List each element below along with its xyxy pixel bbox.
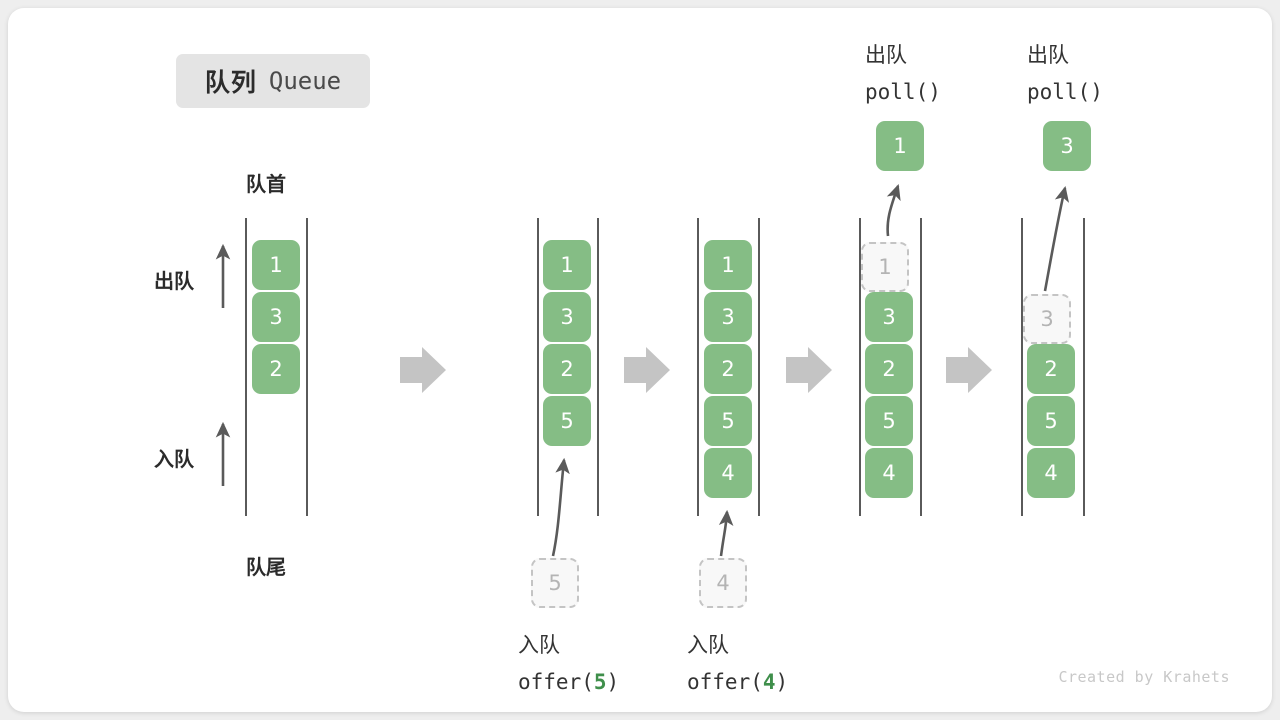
poll-1-arrow-icon — [886, 184, 901, 237]
caption-cn: 出队 — [865, 44, 907, 67]
queue-element: 3 — [865, 292, 913, 342]
caption-code: offer(4) — [687, 670, 789, 694]
flow-arrow-icon — [400, 347, 446, 393]
caption-poll-3: 出队 poll() — [1027, 38, 1103, 110]
queue-element: 2 — [704, 344, 752, 394]
queue-element: 2 — [865, 344, 913, 394]
queue-element: 5 — [865, 396, 913, 446]
queue-element: 3 — [704, 292, 752, 342]
queue-element: 4 — [865, 448, 913, 498]
caption-offer-4: 入队 offer(4) — [687, 628, 788, 700]
rail-left-col3 — [697, 218, 699, 516]
removed-ghost-element: 1 — [861, 242, 909, 292]
rail-left-col2 — [537, 218, 539, 516]
queue-element: 1 — [252, 240, 300, 290]
title-chinese: 队列 — [204, 69, 257, 97]
popped-element: 1 — [876, 121, 924, 171]
popped-element: 3 — [1043, 121, 1091, 171]
queue-tail-label: 队尾 — [246, 557, 286, 579]
queue-element: 5 — [1027, 396, 1075, 446]
queue-element: 2 — [543, 344, 591, 394]
queue-element-new: 5 — [543, 396, 591, 446]
rail-right-col2 — [597, 218, 599, 516]
queue-element: 2 — [1027, 344, 1075, 394]
caption-cn: 入队 — [687, 634, 729, 657]
incoming-ghost-element: 5 — [531, 558, 579, 608]
caption-offer-5: 入队 offer(5) — [518, 628, 619, 700]
queue-element: 2 — [252, 344, 300, 394]
queue-head-label: 队首 — [246, 174, 286, 196]
removed-ghost-element: 3 — [1023, 294, 1071, 344]
arrow-overlay — [215, 184, 1070, 557]
flow-arrow-icon — [946, 347, 992, 393]
rail-right-col3 — [758, 218, 760, 516]
title-english: Queue — [268, 67, 342, 95]
queue-element: 3 — [543, 292, 591, 342]
offer-4-arrow-icon — [718, 509, 734, 557]
incoming-ghost-element: 4 — [699, 558, 747, 608]
queue-element: 4 — [1027, 448, 1075, 498]
queue-element: 1 — [543, 240, 591, 290]
enqueue-direction-label: 入队 — [154, 449, 194, 471]
caption-code: offer(5) — [518, 670, 620, 694]
flow-arrow-icon — [786, 347, 832, 393]
rail-right-col1 — [306, 218, 308, 516]
credit-text: Created by Krahets — [1058, 668, 1230, 686]
rail-left-col1 — [245, 218, 247, 516]
flow-arrow-icon — [624, 347, 670, 393]
queue-element: 5 — [704, 396, 752, 446]
diagram-card: 队列 Queue 队首 队尾 出队 入队 1 3 2 1 3 2 5 5 入队 … — [8, 8, 1272, 712]
poll-3-arrow-icon — [1043, 185, 1070, 292]
rail-right-col4 — [920, 218, 922, 516]
rail-left-col5 — [1021, 218, 1023, 516]
diagram-title-badge: 队列 Queue — [176, 54, 370, 108]
caption-cn: 入队 — [518, 634, 560, 657]
caption-code: poll() — [865, 80, 941, 104]
dequeue-direction-label: 出队 — [154, 271, 194, 293]
rail-right-col5 — [1083, 218, 1085, 516]
rail-left-col4 — [859, 218, 861, 516]
caption-cn: 出队 — [1027, 44, 1069, 67]
queue-element-new: 4 — [704, 448, 752, 498]
caption-code: poll() — [1027, 80, 1103, 104]
queue-element: 3 — [252, 292, 300, 342]
offer-5-arrow-icon — [551, 457, 570, 557]
queue-element: 1 — [704, 240, 752, 290]
caption-poll-1: 出队 poll() — [865, 38, 941, 110]
